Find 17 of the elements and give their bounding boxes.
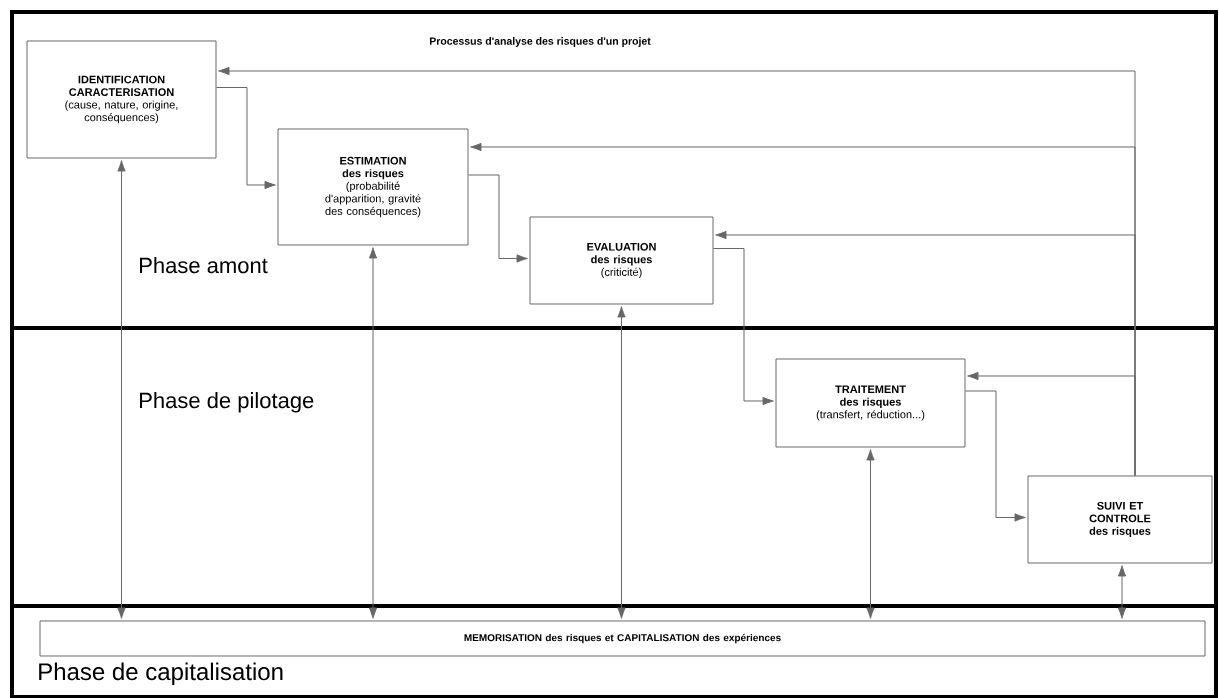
diagram-title: Processus d'analyse des risques d'un projet bbox=[429, 37, 651, 47]
arrow bbox=[467, 174, 528, 263]
arrow bbox=[967, 371, 1136, 477]
arrow bbox=[368, 247, 378, 619]
arrow bbox=[215, 87, 276, 190]
arrow bbox=[117, 160, 126, 619]
arrow bbox=[712, 248, 774, 406]
process-box: IDENTIFICATION CARACTERISATION (cause, nature, origine, conséquences) bbox=[26, 40, 217, 159]
arrow bbox=[964, 390, 1026, 522]
arrow bbox=[1117, 565, 1127, 619]
arrow bbox=[617, 306, 626, 619]
process-box: TRAITEMENT des risques (transfert, réduction...) bbox=[775, 358, 966, 448]
process-box: EVALUATION des risques (criticité) bbox=[529, 216, 714, 305]
arrow bbox=[866, 449, 875, 619]
memory-bar: MEMORISATION des risques et CAPITALISATION des expériences bbox=[39, 620, 1206, 657]
process-box: SUIVI ET CONTROLE des risques bbox=[1027, 475, 1213, 564]
process-box: ESTIMATION des risques (probabilité d'apparition, gravité des conséquences) bbox=[277, 128, 469, 246]
